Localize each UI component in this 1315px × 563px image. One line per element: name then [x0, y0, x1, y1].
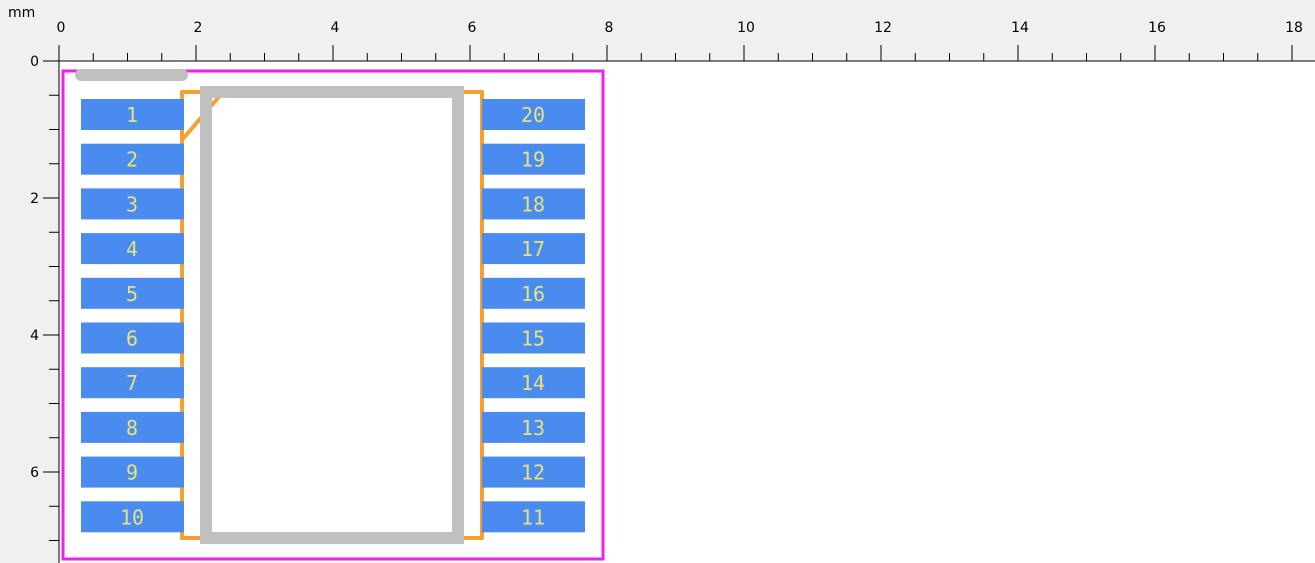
pad-right-shape[interactable] [482, 411, 585, 443]
pad-3[interactable]: 3 [81, 188, 184, 220]
pad-17[interactable]: 17 [482, 233, 585, 265]
pad-column-right: 20 19 18 17 16 15 14 13 12 11 [482, 99, 585, 533]
pad-14[interactable]: 14 [482, 367, 585, 399]
pad-number-label: 8 [126, 416, 138, 440]
x-tick-label: 6 [468, 20, 477, 36]
pad-16[interactable]: 16 [482, 277, 585, 309]
pad-6[interactable]: 6 [81, 322, 184, 354]
x-tick-label: 4 [331, 20, 340, 36]
pad-left-shape[interactable] [81, 501, 184, 533]
pad-number-label: 1 [126, 103, 138, 127]
pad-number-label: 2 [126, 148, 138, 172]
pad-number-label: 20 [521, 103, 545, 127]
pad-5[interactable]: 5 [81, 277, 184, 309]
pad-number-label: 6 [126, 327, 138, 351]
pad-number-label: 12 [521, 461, 545, 485]
pad-number-label: 10 [120, 505, 144, 529]
pad-left-shape[interactable] [81, 277, 184, 309]
courtyard-outline [61, 69, 605, 561]
ruler-unit-label: mm [8, 5, 35, 21]
horizontal-ruler: 0 2 4 6 8 10 12 14 16 18 [57, 20, 1315, 62]
pad-number-label: 15 [521, 327, 545, 351]
x-tick-label: 12 [874, 20, 892, 36]
pad-right-shape[interactable] [482, 277, 585, 309]
pad-7[interactable]: 7 [81, 367, 184, 399]
pad-number-label: 4 [126, 237, 138, 261]
pad-number-label: 16 [521, 282, 545, 306]
pad-right-shape[interactable] [482, 188, 585, 220]
x-tick-label: 0 [57, 20, 66, 36]
pad-right-shape[interactable] [482, 322, 585, 354]
pad-left-shape[interactable] [81, 233, 184, 265]
pad-left-shape[interactable] [81, 188, 184, 220]
y-tick-label: 2 [30, 191, 39, 207]
x-tick-label: 14 [1011, 20, 1029, 36]
pad-number-label: 3 [126, 192, 138, 216]
pad-number-label: 9 [126, 461, 138, 485]
pad-left-shape[interactable] [81, 143, 184, 175]
pad-right-shape[interactable] [482, 367, 585, 399]
pad-left-shape[interactable] [81, 322, 184, 354]
pad-right-shape[interactable] [482, 233, 585, 265]
pad-number-label: 7 [126, 371, 138, 395]
x-tick-label: 18 [1285, 20, 1303, 36]
pad-number-label: 13 [521, 416, 545, 440]
vertical-ruler: 0 2 4 6 [30, 54, 60, 563]
y-tick-label: 6 [30, 465, 39, 481]
pad-number-label: 18 [521, 192, 545, 216]
pad-left-shape[interactable] [81, 456, 184, 488]
pad-number-label: 19 [521, 148, 545, 172]
x-tick-label: 2 [194, 20, 203, 36]
pad-right-shape[interactable] [482, 99, 585, 130]
pad-right-shape[interactable] [482, 143, 585, 175]
pad-20[interactable]: 20 [482, 99, 585, 130]
pad-10[interactable]: 10 [81, 501, 184, 533]
pad-right-shape[interactable] [482, 456, 585, 488]
pad-1[interactable]: 1 [81, 99, 184, 130]
x-tick-label: 10 [737, 20, 755, 36]
drawing-area [59, 61, 1315, 563]
pad-4[interactable]: 4 [81, 233, 184, 265]
pad-8[interactable]: 8 [81, 411, 184, 443]
silkscreen-outline [75, 69, 464, 544]
x-tick-label: 8 [605, 20, 614, 36]
pad-number-label: 14 [521, 371, 545, 395]
pad-left-shape[interactable] [81, 367, 184, 399]
pad-left-shape[interactable] [81, 411, 184, 443]
pad-11[interactable]: 11 [482, 501, 585, 533]
y-tick-label: 4 [30, 328, 39, 344]
pad-number-label: 5 [126, 282, 138, 306]
pad-column-left: 1 2 3 4 5 6 7 8 9 10 [81, 99, 184, 533]
pad-19[interactable]: 19 [482, 143, 585, 175]
pad-18[interactable]: 18 [482, 188, 585, 220]
pad-12[interactable]: 12 [482, 456, 585, 488]
pad-13[interactable]: 13 [482, 411, 585, 443]
pad-2[interactable]: 2 [81, 143, 184, 175]
pad-9[interactable]: 9 [81, 456, 184, 488]
pad-15[interactable]: 15 [482, 322, 585, 354]
pad-number-label: 17 [521, 237, 545, 261]
pad-number-label: 11 [521, 505, 545, 529]
pad-left-shape[interactable] [81, 99, 184, 130]
pad-right-shape[interactable] [482, 501, 585, 533]
x-tick-label: 16 [1148, 20, 1166, 36]
y-tick-label: 0 [30, 54, 39, 70]
